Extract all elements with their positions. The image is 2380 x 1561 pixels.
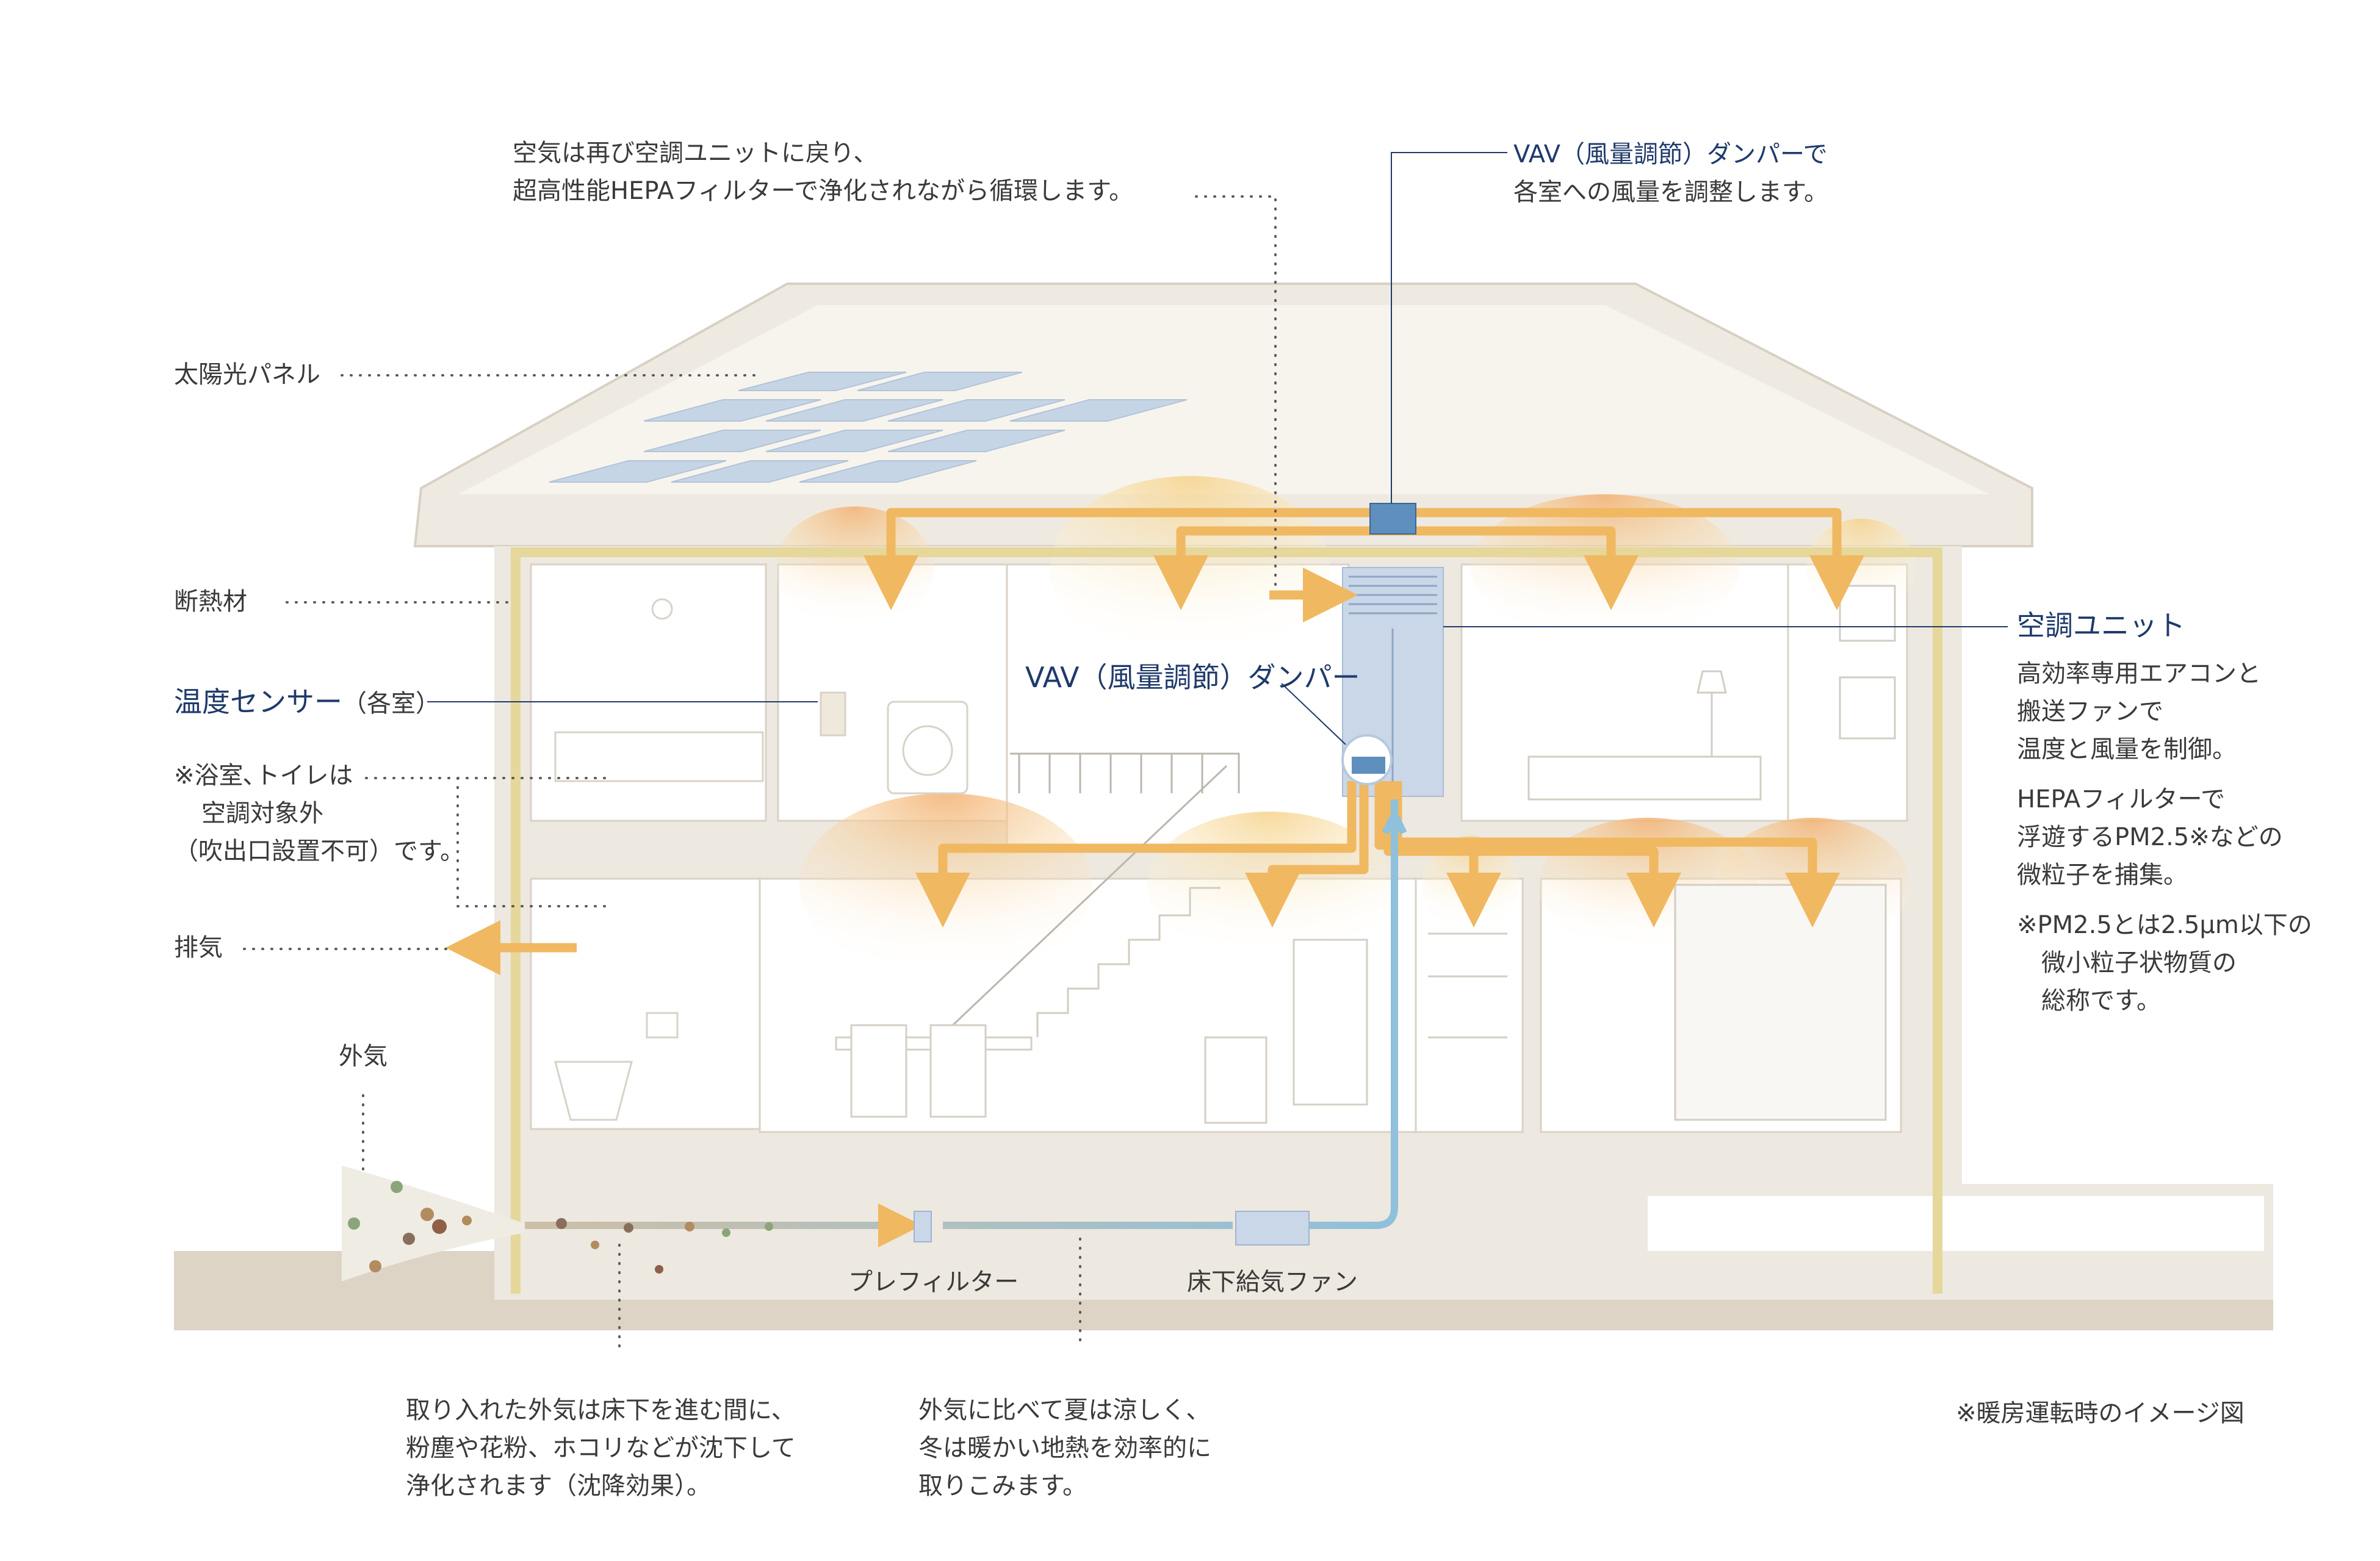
geothermal-annotation: 外気に比べて夏は涼しく、 冬は暖かい地熱を効率的に 取りこみます。 — [918, 1391, 1211, 1505]
vav-top-annotation: VAV（風量調節）ダンパーで 各室への風量を調整します。 — [1513, 135, 1828, 211]
exhaust-label: 排気 — [174, 934, 223, 962]
dining-kitchen — [835, 939, 1368, 1124]
intake-duct — [525, 799, 1398, 1229]
ac-body3-line3: 総称です。 — [2041, 987, 2161, 1015]
hepa-return-annotation: 空気は再び空調ユニットに戻り、 超高性能HEPAフィルターで浄化されながら循環し… — [513, 134, 1133, 210]
prefilter-label: プレフィルター — [848, 1268, 1019, 1296]
bedroom-closet — [1428, 585, 1896, 1121]
ac-body2-line1: HEPAフィルターで — [2017, 785, 2226, 814]
geo-line3: 取りこみます。 — [918, 1472, 1087, 1500]
vav-inner-label: VAV（風量調節）ダンパー — [1025, 661, 1360, 694]
staircase — [939, 752, 1240, 1039]
hepa-return-line1: 空気は再び空調ユニットに戻り、 — [513, 139, 878, 167]
ac-body3-line1: ※PM2.5とは2.5μm以下の — [2017, 911, 2312, 940]
ac-unit-title: 空調ユニット — [2017, 609, 2185, 642]
bath-note-line2: 空調対象外 — [201, 799, 323, 827]
settle-line3: 浄化されます（沈降効果）。 — [406, 1472, 711, 1500]
solar-panel-label: 太陽光パネル — [174, 361, 320, 389]
sensor-title: 温度センサー — [174, 685, 342, 718]
settling-annotation: 取り入れた外気は床下を進む間に、 粉塵や花粉、ホコリなどが沈下して 浄化されます… — [406, 1391, 796, 1505]
sensor-suffix: （各室） — [342, 690, 440, 718]
ac-body2-line3: 微粒子を捕集。 — [2017, 861, 2188, 890]
insulation-frame — [511, 547, 1942, 1294]
temperature-sensor-label: 温度センサー（各室） — [174, 680, 440, 724]
geo-line2: 冬は暖かい地熱を効率的に — [918, 1434, 1211, 1462]
bathroom-fixtures — [554, 598, 968, 1121]
geo-line1: 外気に比べて夏は涼しく、 — [918, 1396, 1211, 1424]
underfloor-fan — [1235, 1211, 1310, 1246]
insulation-label: 断熱材 — [174, 588, 247, 616]
bath-note-line3: （吹出口設置不可）です。 — [174, 837, 464, 865]
settle-line1: 取り入れた外気は床下を進む間に、 — [406, 1396, 796, 1424]
ac-body1-line3: 温度と風量を制御。 — [2017, 735, 2237, 764]
vav-damper-top — [1369, 503, 1416, 535]
bath-note-line1: ※浴室､トイレは — [174, 762, 353, 790]
outside-air-label: 外気 — [339, 1042, 388, 1070]
solid-leader-lines — [427, 152, 2008, 745]
settle-line2: 粉塵や花粉、ホコリなどが沈下して — [406, 1434, 796, 1462]
heating-note: ※暖房運転時のイメージ図 — [1956, 1399, 2245, 1427]
ac-unit-annotation: 空調ユニット 高効率専用エアコンと 搬送ファンで 温度と風量を制御。 HEPAフ… — [2017, 604, 2312, 1020]
ac-body1-line2: 搬送ファンで — [2017, 698, 2163, 726]
vav-top-title: VAV（風量調節）ダンパーで — [1513, 140, 1828, 168]
ac-body2-line2: 浮遊するPM2.5※などの — [2017, 823, 2283, 852]
bath-note: ※浴室､トイレは 空調対象外 （吹出口設置不可）です。 — [174, 757, 464, 870]
underfloor-fan-label: 床下給気ファン — [1187, 1268, 1358, 1296]
solar-panels — [549, 372, 1188, 483]
ac-body1-line1: 高効率専用エアコンと — [2017, 660, 2261, 688]
vav-top-body: 各室への風量を調整します。 — [1513, 178, 1828, 206]
dust-particles — [348, 1181, 773, 1274]
leader-lines — [243, 195, 1277, 1350]
ac-body3-line2: 微小粒子状物質の — [2041, 949, 2237, 978]
prefilter — [914, 1211, 932, 1242]
hepa-return-line2: 超高性能HEPAフィルターで浄化されながら循環します。 — [513, 177, 1134, 205]
